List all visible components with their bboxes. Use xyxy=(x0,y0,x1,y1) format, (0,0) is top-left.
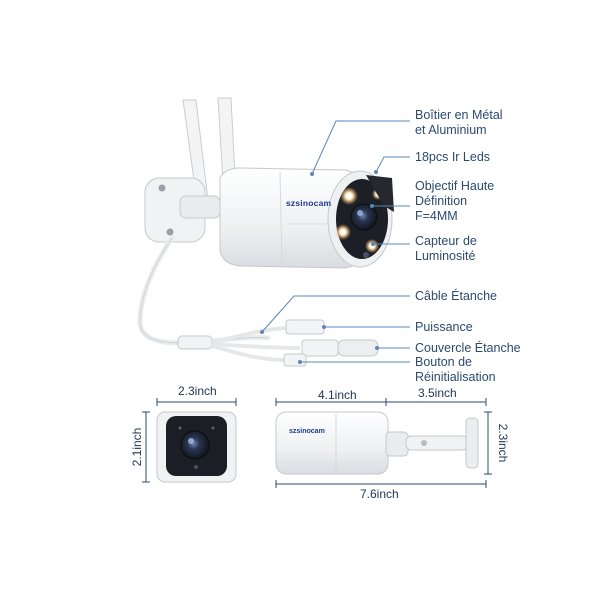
side-view-camera xyxy=(275,411,479,475)
callout-sensor-line1: Capteur de xyxy=(415,234,477,248)
side-dim-lines xyxy=(275,398,492,488)
callout-housing: Boîtier en Métal et Aluminium xyxy=(415,108,503,138)
reset-button-body xyxy=(283,353,307,367)
cable-outline xyxy=(139,237,269,344)
callout-sensor-line2: Luminosité xyxy=(415,249,476,263)
front-dim-lines xyxy=(142,398,237,483)
dim-total-length: 7.6inch xyxy=(360,487,399,501)
cable-joint xyxy=(177,335,213,350)
callout-ir-leds: 18pcs Ir Leds xyxy=(415,150,491,164)
callout-cover: Couvercle Étanche xyxy=(415,341,521,355)
brand-logo-main: szsinocam xyxy=(286,198,332,208)
dim-side-height: 2.3inch xyxy=(496,423,510,463)
dim-bracket-length: 3.5inch xyxy=(418,386,457,400)
power-connector xyxy=(285,319,325,335)
main-lens xyxy=(350,203,378,231)
mount-arm xyxy=(179,195,221,219)
callout-housing-line2: et Aluminium xyxy=(415,123,487,137)
sun-visor xyxy=(366,175,394,212)
dim-front-height: 2.1inch xyxy=(130,427,144,467)
dim-front-width: 2.3inch xyxy=(178,384,217,398)
callout-lens-line2: Définition xyxy=(415,194,468,208)
front-view-camera xyxy=(156,411,237,483)
dim-body-length: 4.1inch xyxy=(318,388,357,402)
callout-sensor: Capteur de Luminosité xyxy=(415,234,477,264)
callout-lens: Objectif Haute Définition F=4MM xyxy=(415,179,494,224)
callout-housing-line1: Boîtier en Métal xyxy=(415,108,503,122)
waterproof-cover xyxy=(337,339,379,357)
callout-reset: Bouton de Réinitialisation xyxy=(415,355,496,385)
brand-logo-side: szsinocam xyxy=(289,428,325,435)
network-connector xyxy=(301,339,339,357)
callout-power: Puissance xyxy=(415,320,473,334)
callout-cable: Câble Étanche xyxy=(415,289,498,303)
leader-lines xyxy=(260,120,410,364)
light-sensor xyxy=(363,252,369,258)
callout-lens-line3: F=4MM xyxy=(415,209,458,223)
callout-lens-line1: Objectif Haute xyxy=(415,179,495,193)
main-camera xyxy=(144,97,394,269)
callout-reset-line2: Réinitialisation xyxy=(415,370,496,384)
callout-reset-line1: Bouton de xyxy=(415,355,472,369)
